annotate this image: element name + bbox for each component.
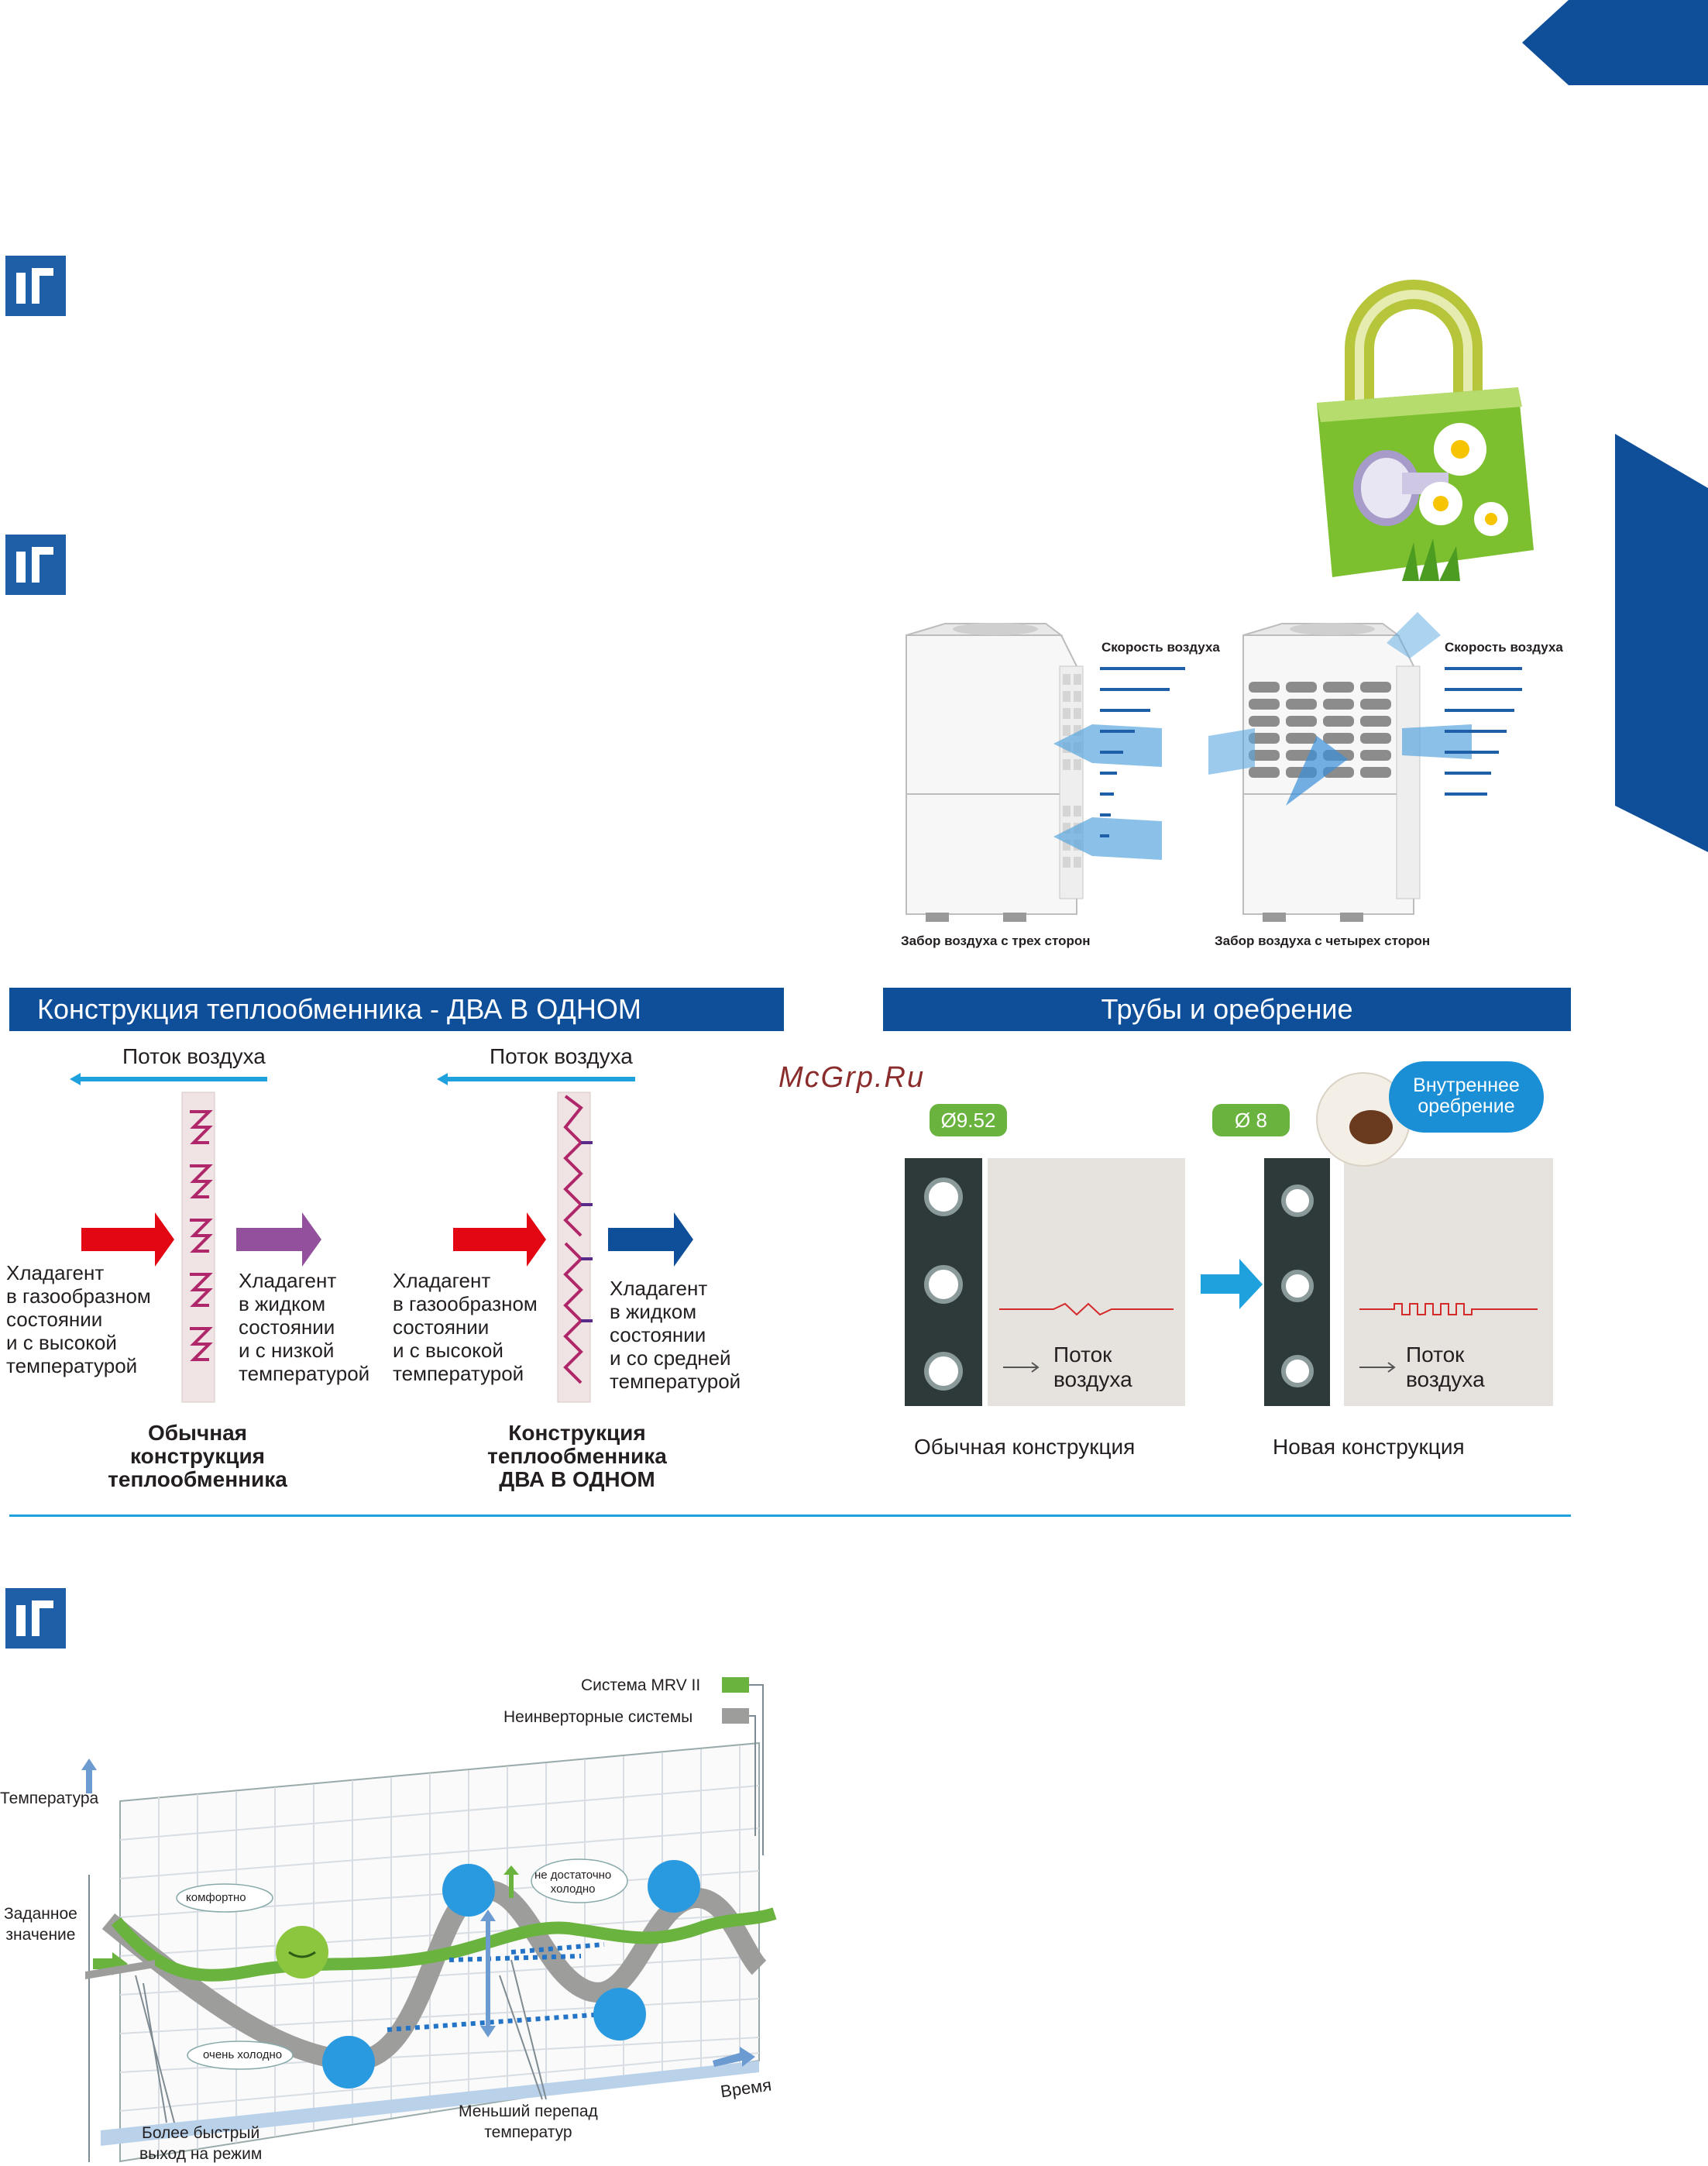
refrigerant-in-right: Хладагент в газообразном состоянии и с в…	[393, 1269, 538, 1385]
airflow-label-right: Поток воздуха	[490, 1044, 633, 1068]
pipes-title: Трубы и оребрение	[1101, 993, 1353, 1025]
refrigerant-in-left: Хладагент в газообразном состоянии и с в…	[6, 1261, 151, 1377]
pipe-diameter-badge-left: Ø9.52	[930, 1104, 1007, 1136]
smaller-difference-label: Меньший перепад температур	[459, 2102, 598, 2141]
refrigerant-out-left: Хладагент в жидком состоянии и с низкой …	[239, 1269, 370, 1385]
heat-exchanger-title-bar: Конструкция теплообменника - ДВА В ОДНОМ	[9, 988, 784, 1031]
not-cold-enough-label: не достаточно холодно	[534, 1869, 612, 1896]
airflow-label-pipes-left: Поток воздуха	[1053, 1343, 1132, 1391]
airflow-arrows-four	[1208, 612, 1472, 813]
outdoor-unit-four-sides	[1239, 620, 1441, 930]
section-divider	[9, 1514, 1571, 1517]
legend-mrv: Система MRV II	[581, 1676, 701, 1694]
padlock-illustration	[1286, 271, 1541, 604]
airflow-label-left: Поток воздуха	[122, 1044, 266, 1068]
faster-startup-label: Более быстрый выход на режим	[139, 2124, 263, 2163]
section-icon-2	[5, 535, 66, 595]
side-tab	[1615, 434, 1708, 852]
speed-lines-left	[1100, 666, 1185, 860]
air-speed-label-left: Скорость воздуха	[1101, 640, 1220, 655]
caption-four-sides: Забор воздуха с четырех сторон	[1215, 933, 1431, 948]
corner-tab	[1522, 0, 1708, 85]
pipes-diagram	[899, 1069, 1565, 1418]
watermark: McGrp.Ru	[778, 1061, 926, 1094]
caption-two-in-one-exchanger: Конструкция теплообменника ДВА В ОДНОМ	[487, 1421, 667, 1491]
very-cold-label: очень холодно	[203, 2048, 283, 2061]
setpoint-label: Заданное значение	[4, 1905, 77, 1944]
temperature-chart	[0, 1666, 782, 2163]
pipes-title-bar: Трубы и оребрение	[883, 988, 1571, 1031]
refrigerant-out-right: Хладагент в жидком состоянии и со средне…	[610, 1277, 741, 1393]
section-icon-3	[5, 1588, 66, 1649]
airflow-label-pipes-right: Поток воздуха	[1406, 1343, 1485, 1391]
caption-conventional-exchanger: Обычная конструкция теплообменника	[108, 1421, 287, 1491]
pipe-diameter-badge-right: Ø 8	[1212, 1104, 1290, 1136]
caption-three-sides: Забор воздуха с трех сторон	[901, 933, 1091, 948]
outdoor-unit-three-sides	[891, 620, 1092, 930]
caption-conventional-pipes: Обычная конструкция	[914, 1435, 1136, 1459]
caption-new-pipes: Новая конструкция	[1273, 1435, 1465, 1459]
heat-exchanger-title: Конструкция теплообменника - ДВА В ОДНОМ	[37, 993, 641, 1025]
section-icon-1	[5, 256, 66, 316]
inner-fin-bubble: Внутреннее оребрение	[1389, 1061, 1544, 1133]
speed-lines-right	[1445, 666, 1530, 798]
heat-exchanger-diagram	[70, 1065, 713, 1414]
air-speed-label-right: Скорость воздуха	[1445, 640, 1563, 655]
comfortable-label: комфортно	[186, 1891, 246, 1904]
legend-noninverter: Неинверторные системы	[503, 1708, 693, 1726]
airflow-arrows-three	[1053, 720, 1162, 875]
y-axis-label: Температура	[0, 1790, 99, 1807]
